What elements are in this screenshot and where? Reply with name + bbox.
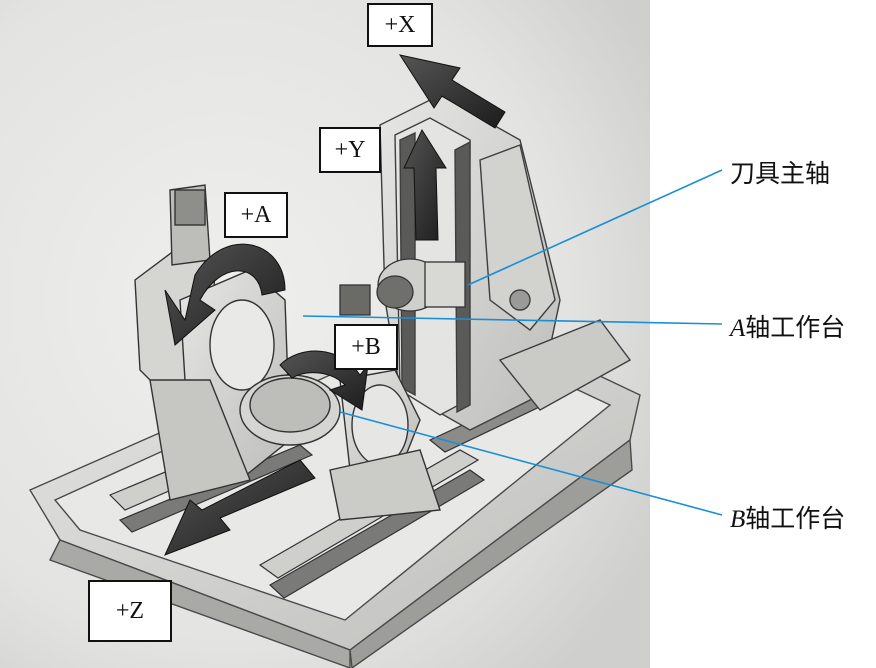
spindle-head (339, 258, 466, 316)
leader-lines (302, 169, 723, 516)
x-motion-arrow (398, 54, 506, 129)
b-axis-rotary-table (239, 369, 441, 521)
callout-spindle: 刀具主轴 (730, 159, 831, 188)
leader-a-table (302, 315, 723, 325)
z-motion-arrow (164, 459, 316, 556)
axis-label-a: +A (224, 192, 288, 238)
callout-a-table-letter: A (730, 315, 746, 342)
axis-label-b: +B (334, 324, 398, 370)
callout-a-table-text: 轴工作台 (745, 313, 846, 342)
callout-b-table-letter: B (730, 506, 746, 533)
callout-b-table: B轴工作台 (730, 499, 845, 535)
axis-label-y: +Y (319, 127, 381, 173)
y-motion-arrow (403, 128, 447, 241)
axis-label-z: +Z (88, 580, 172, 642)
axis-label-x: +X (367, 3, 433, 47)
callout-b-table-text: 轴工作台 (745, 504, 846, 533)
callout-a-table: A轴工作台 (730, 308, 845, 344)
a-motion-arrow (164, 243, 286, 346)
leader-spindle (467, 169, 723, 286)
leader-b-table (339, 411, 723, 516)
